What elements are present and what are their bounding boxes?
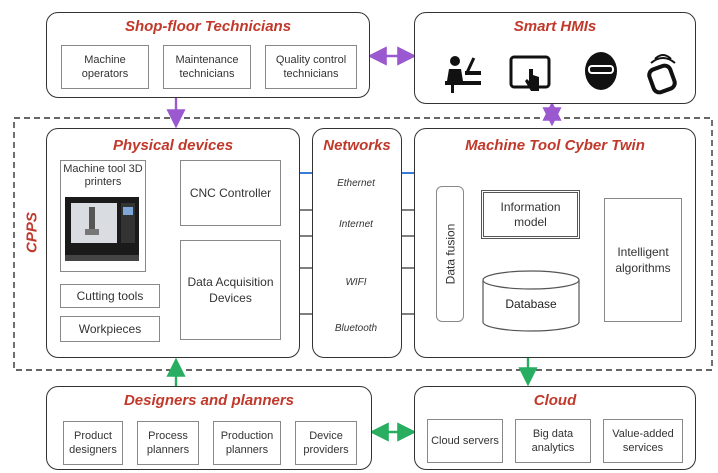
cloud-panel: Cloud Cloud servers Big data analytics V… xyxy=(414,386,696,470)
physical-title: Physical devices xyxy=(112,137,234,154)
network-wifi: WIFI xyxy=(345,277,367,288)
product-designers-box: Product designers xyxy=(63,421,123,465)
quality-control-box: Quality control technicians xyxy=(265,45,357,89)
value-added-services-box: Value-added services xyxy=(603,419,683,463)
cloud-servers-box: Cloud servers xyxy=(427,419,503,463)
cnc-controller-box: CNC Controller xyxy=(180,160,281,226)
daq-box: Data Acquisition Devices xyxy=(180,240,281,340)
hmi-panel: Smart HMIs xyxy=(414,12,696,104)
data-fusion-box: Data fusion xyxy=(436,186,464,322)
twin-title: Machine Tool Cyber Twin xyxy=(465,137,645,154)
machine-operators-box: Machine operators xyxy=(61,45,149,89)
cloud-title: Cloud xyxy=(533,392,577,409)
cpps-frame xyxy=(13,117,713,371)
data-fusion-label: Data fusion xyxy=(443,223,458,285)
process-planners-box: Process planners xyxy=(137,421,199,465)
vr-headset-icon xyxy=(585,52,617,90)
information-model-box: Information model xyxy=(481,190,580,239)
maintenance-technicians-box: Maintenance technicians xyxy=(163,45,251,89)
network-ethernet: Ethernet xyxy=(337,178,375,189)
big-data-analytics-box: Big data analytics xyxy=(515,419,591,463)
networks-panel: Networks xyxy=(312,128,402,358)
cutting-tools-box: Cutting tools xyxy=(60,284,160,308)
device-providers-box: Device providers xyxy=(295,421,357,465)
network-internet: Internet xyxy=(339,219,373,230)
production-planners-box: Production planners xyxy=(213,421,281,465)
smartwatch-icon xyxy=(647,54,677,95)
machine-tool-label: Machine tool 3D printers xyxy=(63,163,143,188)
network-bluetooth: Bluetooth xyxy=(334,323,378,334)
networks-title: Networks xyxy=(323,137,391,154)
shopfloor-title: Shop-floor Technicians xyxy=(124,18,292,35)
intelligent-algorithms-box: Intelligent algorithms xyxy=(604,198,682,322)
shopfloor-panel: Shop-floor Technicians Machine operators… xyxy=(46,12,370,98)
cnc-machine-icon xyxy=(65,197,139,261)
database-label: Database xyxy=(505,297,557,311)
designers-panel: Designers and planners Product designers… xyxy=(46,386,372,470)
touchscreen-tablet-icon xyxy=(509,55,551,91)
designers-title: Designers and planners xyxy=(123,392,295,409)
database-cylinder xyxy=(482,270,580,332)
worker-at-terminal-icon xyxy=(445,56,481,93)
machine-tool-box: Machine tool 3D printers xyxy=(60,160,146,272)
cpps-label: CPPS xyxy=(23,212,41,253)
workpieces-box: Workpieces xyxy=(60,316,160,342)
hmi-title: Smart HMIs xyxy=(513,18,597,35)
